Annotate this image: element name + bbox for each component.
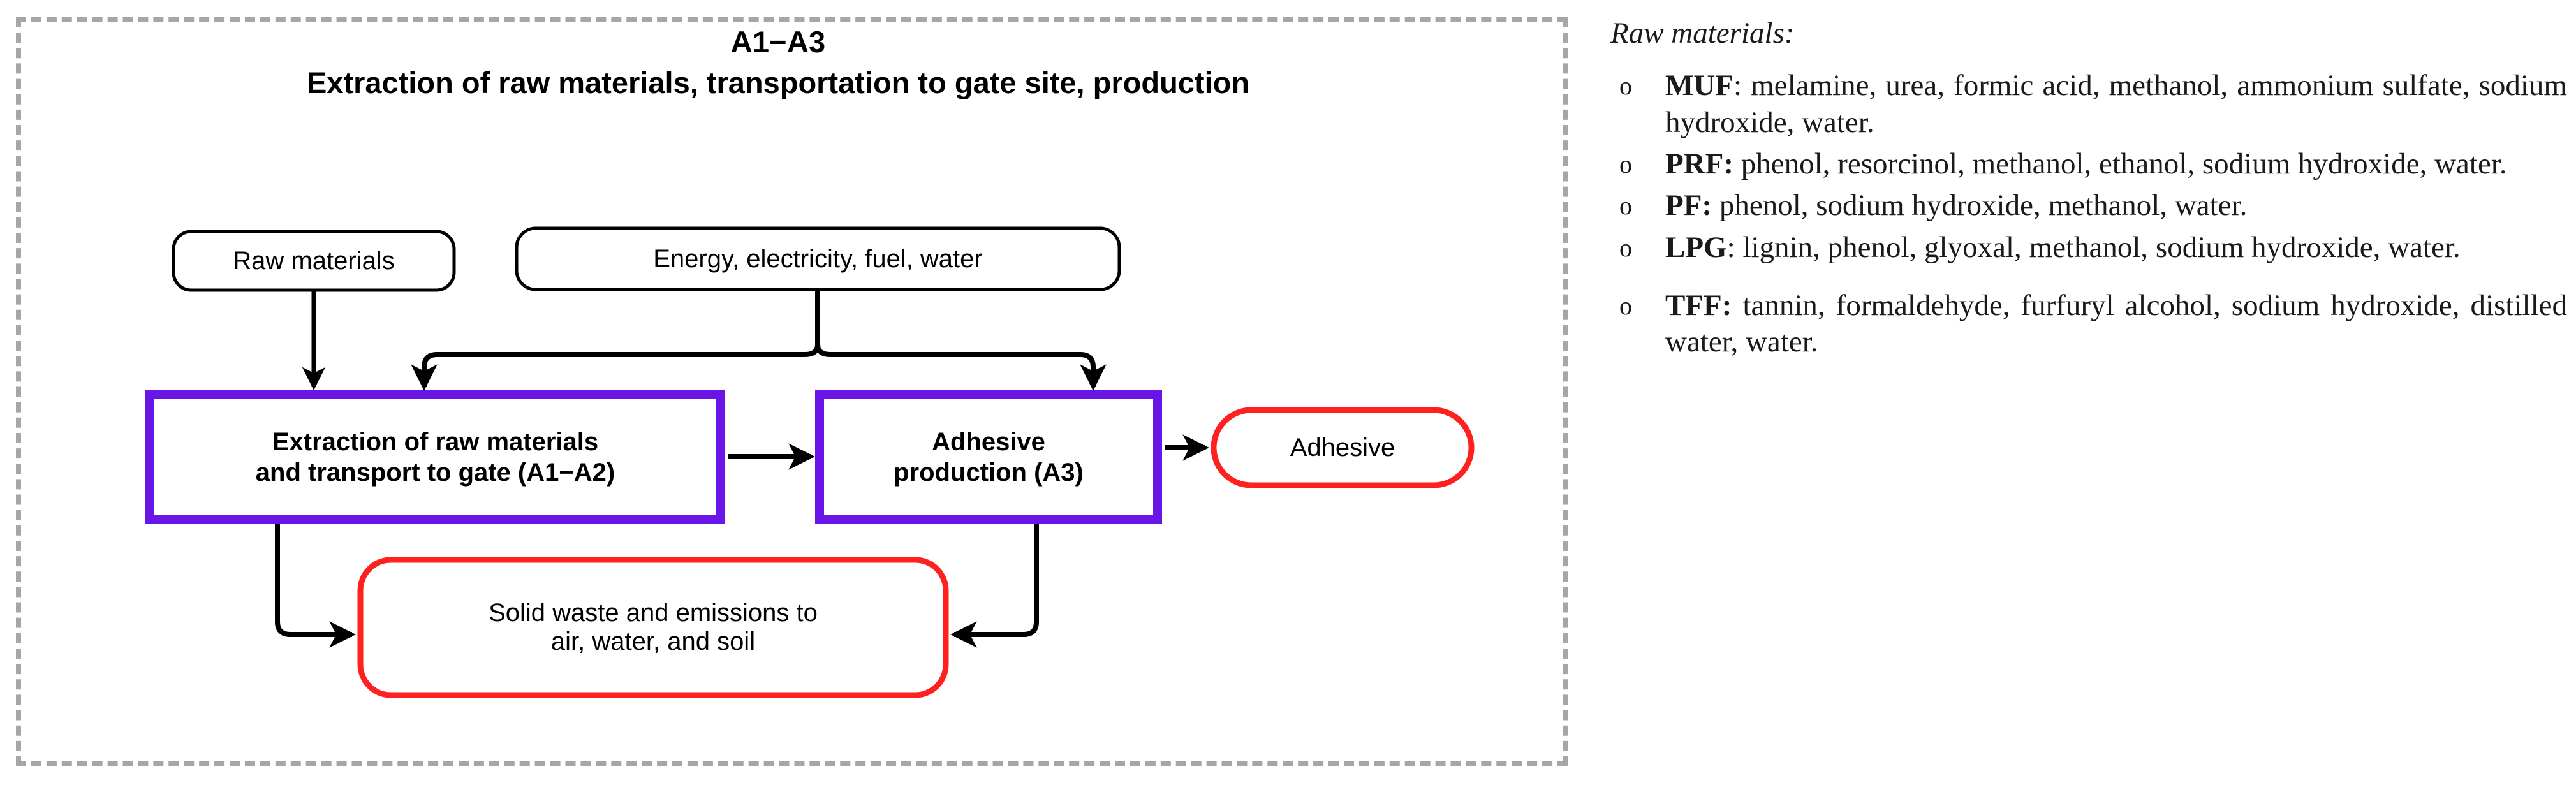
connector-energy-to-production (815, 332, 1107, 391)
item-sep (1732, 289, 1742, 322)
item-text: phenol, sodium hydroxide, methanol, wate… (1719, 189, 2248, 223)
list-item: o LPG: lignin, phenol, glyoxal, methanol… (1610, 230, 2567, 266)
list-item: o PRF: phenol, resorcinol, methanol, eth… (1610, 146, 2567, 182)
item-code: PRF: (1665, 147, 1734, 181)
flowchart-canvas (145, 226, 1475, 698)
panel-title-line1: A1−A3 (730, 25, 826, 59)
panel-title: A1−A3 Extraction of raw materials, trans… (38, 24, 1518, 101)
bullet-icon: o (1619, 233, 1632, 262)
list-item: o TFF: tannin, formaldehyde, furfuryl al… (1610, 288, 2567, 361)
connector-production-to-waste (950, 524, 1039, 648)
list-item: o MUF: melamine, urea, formic acid, meth… (1610, 68, 2567, 141)
bullet-icon: o (1619, 150, 1632, 179)
item-code: TFF: (1665, 289, 1732, 323)
node-raw-materials (172, 230, 456, 292)
item-sep: : (1733, 69, 1751, 103)
raw-materials-list: o MUF: melamine, urea, formic acid, meth… (1610, 68, 2567, 360)
item-sep (1712, 189, 1719, 222)
node-extraction (145, 390, 725, 524)
item-sep: : (1726, 230, 1743, 264)
bullet-icon: o (1619, 71, 1632, 101)
panel-title-line2: Extraction of raw materials, transportat… (306, 66, 1250, 100)
item-text: lignin, phenol, glyoxal, methanol, sodiu… (1742, 230, 2461, 264)
connector-energy-to-extraction (411, 332, 820, 391)
bullet-icon: o (1619, 191, 1632, 221)
node-adhesive-production (815, 390, 1162, 524)
list-item: o PF: phenol, sodium hydroxide, methanol… (1610, 187, 2567, 224)
item-code: PF: (1665, 189, 1712, 223)
item-text: phenol, resorcinol, methanol, ethanol, s… (1741, 147, 2507, 181)
item-text: melamine, urea, formic acid, methanol, a… (1665, 69, 2567, 139)
bullet-icon: o (1619, 291, 1632, 321)
item-sep (1733, 147, 1741, 180)
node-energy (515, 226, 1121, 291)
item-text: tannin, formaldehyde, furfuryl alcohol, … (1665, 289, 2567, 359)
node-waste-output (357, 557, 949, 698)
item-code: LPG (1665, 230, 1727, 264)
raw-materials-heading: Raw materials: (1610, 17, 1795, 50)
raw-materials-column: Raw materials: o MUF: melamine, urea, fo… (1610, 6, 2567, 786)
item-code: MUF (1665, 69, 1734, 103)
node-adhesive-output (1211, 407, 1475, 488)
connector-extraction-to-waste (275, 524, 356, 648)
